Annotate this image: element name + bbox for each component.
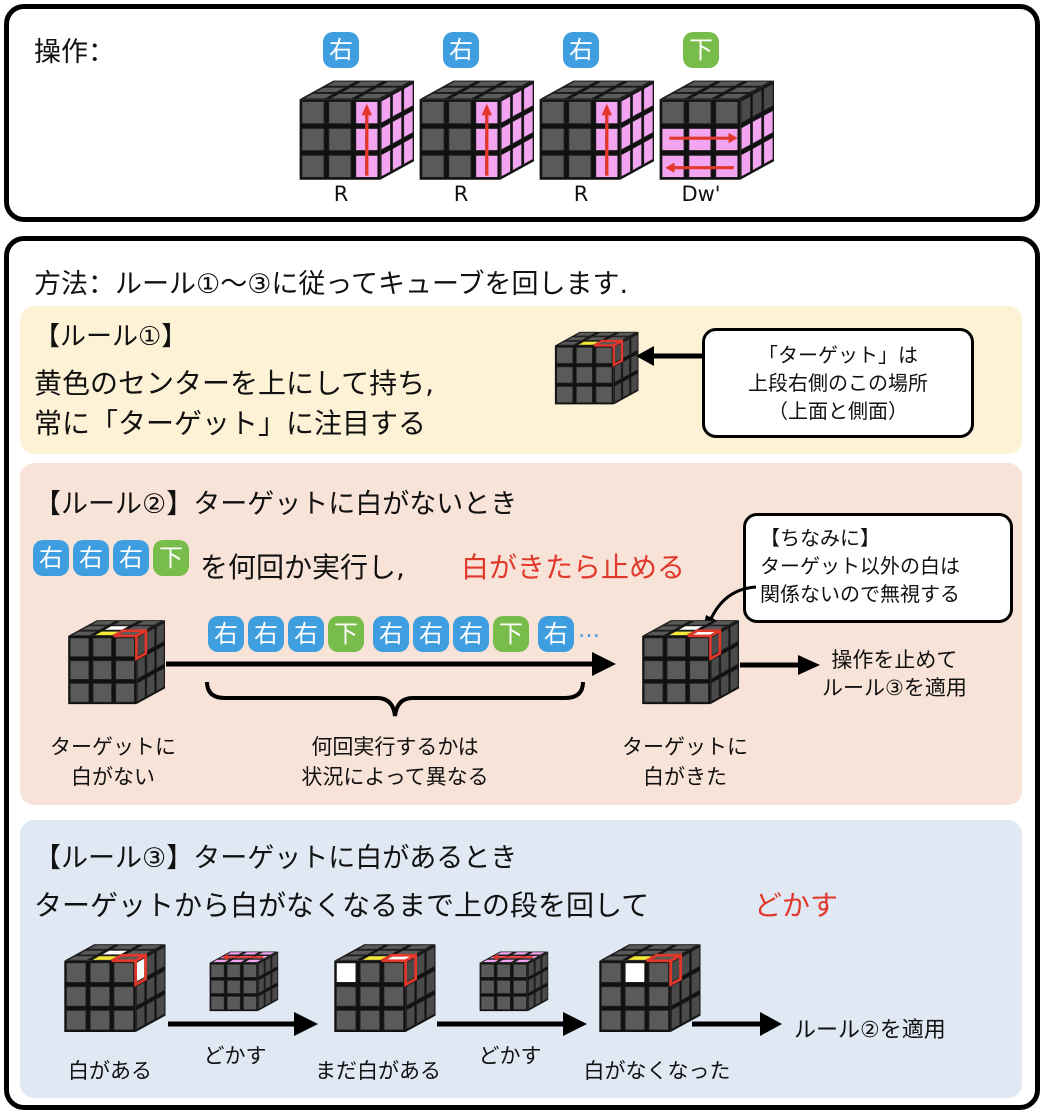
rule2-left-caption-line2: 白がない: [71, 765, 155, 789]
rule2-instruction-highlight: 白がきたら止める: [461, 551, 686, 584]
rule3-result-text: ルール②を適用: [794, 1018, 946, 1043]
rule2-sequence-badge: 右: [413, 616, 449, 652]
rule1-heading: 【ルール①】: [34, 322, 188, 352]
rule2-instruction-text: を何回か実行し,: [200, 551, 405, 584]
rule2-main-arrow: [166, 652, 616, 676]
rule3-arrow-2: [437, 1012, 587, 1036]
rule3-caption-5: 白がなくなった: [583, 1059, 731, 1083]
rule2-sequence-badge: 右: [208, 616, 244, 652]
rule3-cube-white-present: [64, 944, 166, 1032]
rule2-right-caption-line2: 白がきた: [643, 765, 727, 789]
rule3-arrow-1: [168, 1012, 318, 1036]
ops-move-notation: Dw': [681, 182, 721, 206]
operations-label: 操作：: [34, 37, 115, 68]
rule2-sequence-ellipsis: …: [578, 618, 600, 643]
rule2-right-caption-line1: ターゲットに: [622, 735, 748, 759]
rule1-line1: 黄色のセンターを上にして持ち,: [34, 367, 435, 400]
ops-move-notation: R: [333, 182, 349, 206]
rule1-callout-line3: （上面と側面）: [768, 399, 908, 423]
rule2-note-line2: 関係ないので無視する: [760, 582, 960, 606]
rule2-left-caption: ターゲットに 白がない: [38, 732, 188, 792]
rule1-callout-line1: 「ターゲット」は: [758, 343, 918, 367]
rule2-sequence-badge: 右: [538, 616, 574, 652]
rule2-instruction-badge: 右: [113, 540, 149, 576]
rule1-cube-graphic: [554, 331, 639, 405]
rule2-result-line2: ルール③を適用: [822, 676, 967, 700]
rule2-note-title: 【ちなみに】: [760, 526, 880, 550]
rule3-cube-still-white: [334, 944, 436, 1032]
ops-move-notation: R: [453, 182, 469, 206]
rule2-right-caption: ターゲットに 白がきた: [610, 732, 760, 792]
rule2-sequence-badge: 右: [453, 616, 489, 652]
ops-cube-r-move: [299, 80, 414, 180]
rule3-u-move-cube-1: [209, 951, 279, 1012]
rule3-u-move-cube-2: [479, 951, 549, 1012]
rule2-cube-right-graphic: [642, 620, 739, 705]
rule3-caption-2: どかす: [203, 1044, 267, 1068]
rule2-result-text: 操作を止めて ルール③を適用: [822, 646, 967, 702]
rule2-note-line1: ターゲット以外の白は: [760, 554, 960, 578]
rule1-callout: 「ターゲット」は 上段右側のこの場所 （上面と側面）: [702, 328, 974, 438]
rule2-brace-caption-line1: 何回実行するかは: [311, 735, 479, 759]
rule3-heading: 【ルール③】ターゲットに白があるとき: [34, 843, 518, 874]
rule2-result-arrow: [740, 655, 820, 675]
rule2-instruction-badge: 右: [73, 540, 109, 576]
ops-cube-r-move: [539, 80, 654, 180]
ops-move-badge: 右: [443, 32, 479, 68]
rule3-arrow-3: [692, 1012, 782, 1036]
rule2-brace: [205, 681, 585, 717]
rule1-callout-line2: 上段右側のこの場所: [748, 371, 928, 395]
rule2-instruction-badge: 右: [33, 540, 69, 576]
rule3-instruction-highlight: どかす: [754, 889, 839, 922]
ops-move-badge: 下: [683, 32, 719, 68]
rule1-pointer-arrow: [636, 346, 706, 366]
rule2-cube-left-graphic: [68, 620, 165, 705]
rule2-heading: 【ルール②】ターゲットに白がないとき: [34, 489, 518, 520]
rule2-sequence-badge: 右: [288, 616, 324, 652]
ops-cube-r-move: [419, 80, 534, 180]
rule3-caption-1: 白がある: [68, 1059, 152, 1083]
rule3-cube-white-gone: [599, 944, 701, 1032]
ops-move-badge: 右: [563, 32, 599, 68]
rule2-instruction-badge: 下: [153, 540, 189, 576]
method-title: 方法：ルール①〜③に従ってキューブを回します.: [34, 269, 629, 300]
rule2-sequence-badge: 右: [373, 616, 409, 652]
rule3-instruction-text: ターゲットから白がなくなるまで上の段を回して: [34, 889, 650, 922]
rule2-sequence-badge: 下: [328, 616, 364, 652]
rule2-brace-caption: 何回実行するかは 状況によって異なる: [290, 732, 500, 792]
ops-cube-dw-move: [659, 80, 774, 180]
rule2-sequence-badge: 右: [248, 616, 284, 652]
rule3-caption-4: どかす: [478, 1044, 542, 1068]
rule2-note-callout: 【ちなみに】 ターゲット以外の白は 関係ないので無視する: [743, 513, 1013, 623]
rule1-line2: 常に「ターゲット」に注目する: [34, 407, 427, 440]
rule2-sequence-badge: 下: [493, 616, 529, 652]
rule2-brace-caption-line2: 状況によって異なる: [301, 765, 489, 789]
rule2-result-line1: 操作を止めて: [831, 648, 958, 672]
rule3-caption-3: まだ白がある: [315, 1059, 441, 1083]
ops-move-badge: 右: [323, 32, 359, 68]
rule2-left-caption-line1: ターゲットに: [50, 735, 176, 759]
ops-move-notation: R: [573, 182, 589, 206]
